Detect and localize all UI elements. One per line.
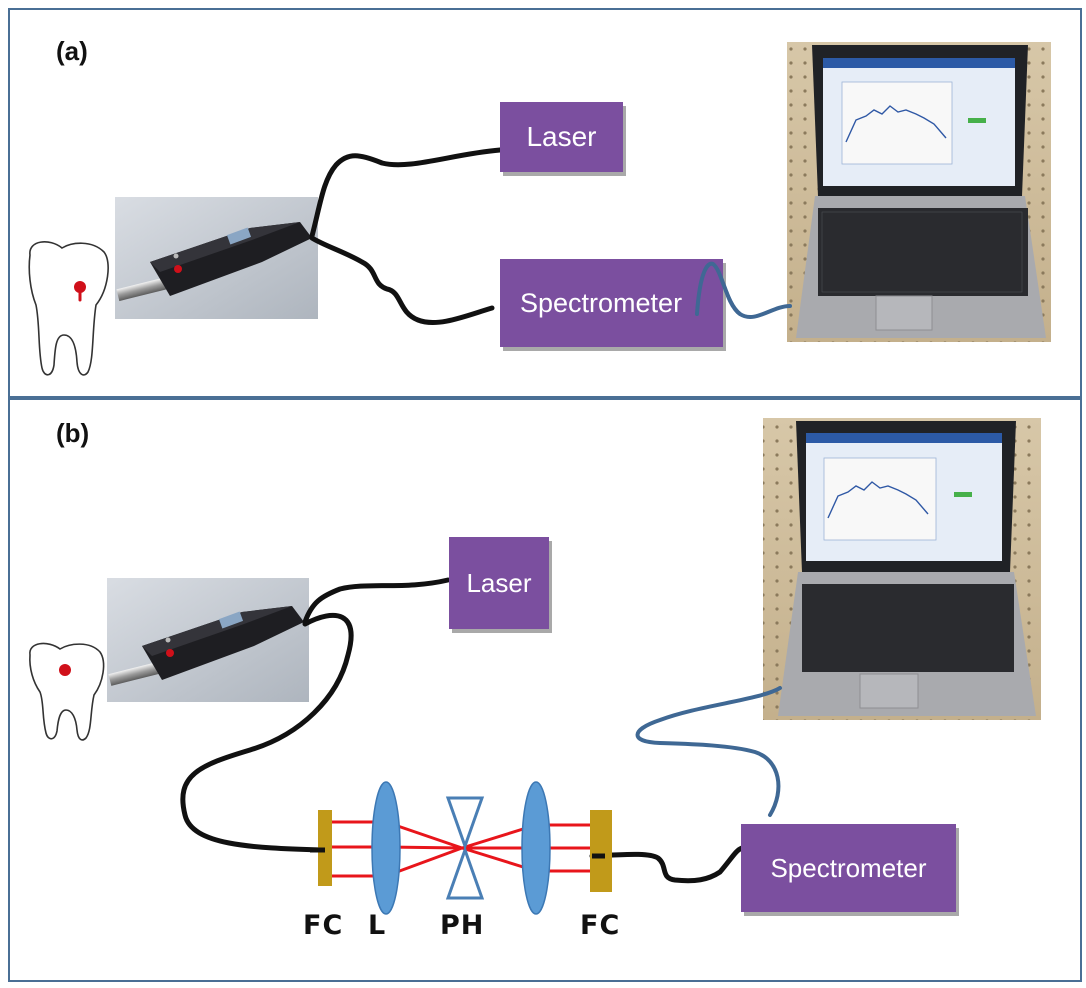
laptop-photo-a	[787, 42, 1051, 342]
lens-label: L	[368, 910, 387, 941]
laser-box-b: Laser	[449, 537, 549, 629]
pinhole-label: PH	[440, 910, 485, 941]
lens-right	[521, 781, 551, 915]
usb-cable-b	[635, 686, 782, 817]
fiber-to-spectrometer-a	[309, 235, 495, 326]
spectrometer-box-b: Spectrometer	[741, 824, 956, 912]
laser-label-a: Laser	[526, 121, 597, 152]
pinhole	[445, 796, 485, 900]
optical-train	[310, 781, 612, 915]
spectrometer-box-a: Spectrometer	[500, 259, 723, 347]
tooth-icon-a	[28, 241, 109, 376]
tooth-spot-b	[59, 664, 71, 676]
tooth-icon-b	[29, 642, 105, 741]
probe-photo-a	[115, 197, 318, 319]
spectrometer-label-b: Spectrometer	[770, 852, 927, 883]
fiber-to-laser-b	[302, 577, 451, 625]
panel-label-b: (b)	[56, 418, 90, 448]
laptop-photo-b	[763, 418, 1041, 720]
lens-left	[371, 781, 401, 915]
fc-left-label: FC	[303, 910, 344, 941]
panel-label-a: (a)	[56, 36, 88, 66]
probe-photo-b	[107, 578, 309, 702]
fiber-to-laser-a	[309, 147, 503, 239]
laser-label-b: Laser	[466, 567, 532, 598]
spectrometer-label-a: Spectrometer	[520, 287, 683, 318]
fc-right-label: FC	[580, 910, 621, 941]
fiber-to-optics-b	[180, 612, 354, 853]
laser-box-a: Laser	[500, 102, 623, 172]
fiber-coupler-right	[590, 810, 612, 892]
fiber-to-spectrometer-b	[589, 845, 745, 884]
